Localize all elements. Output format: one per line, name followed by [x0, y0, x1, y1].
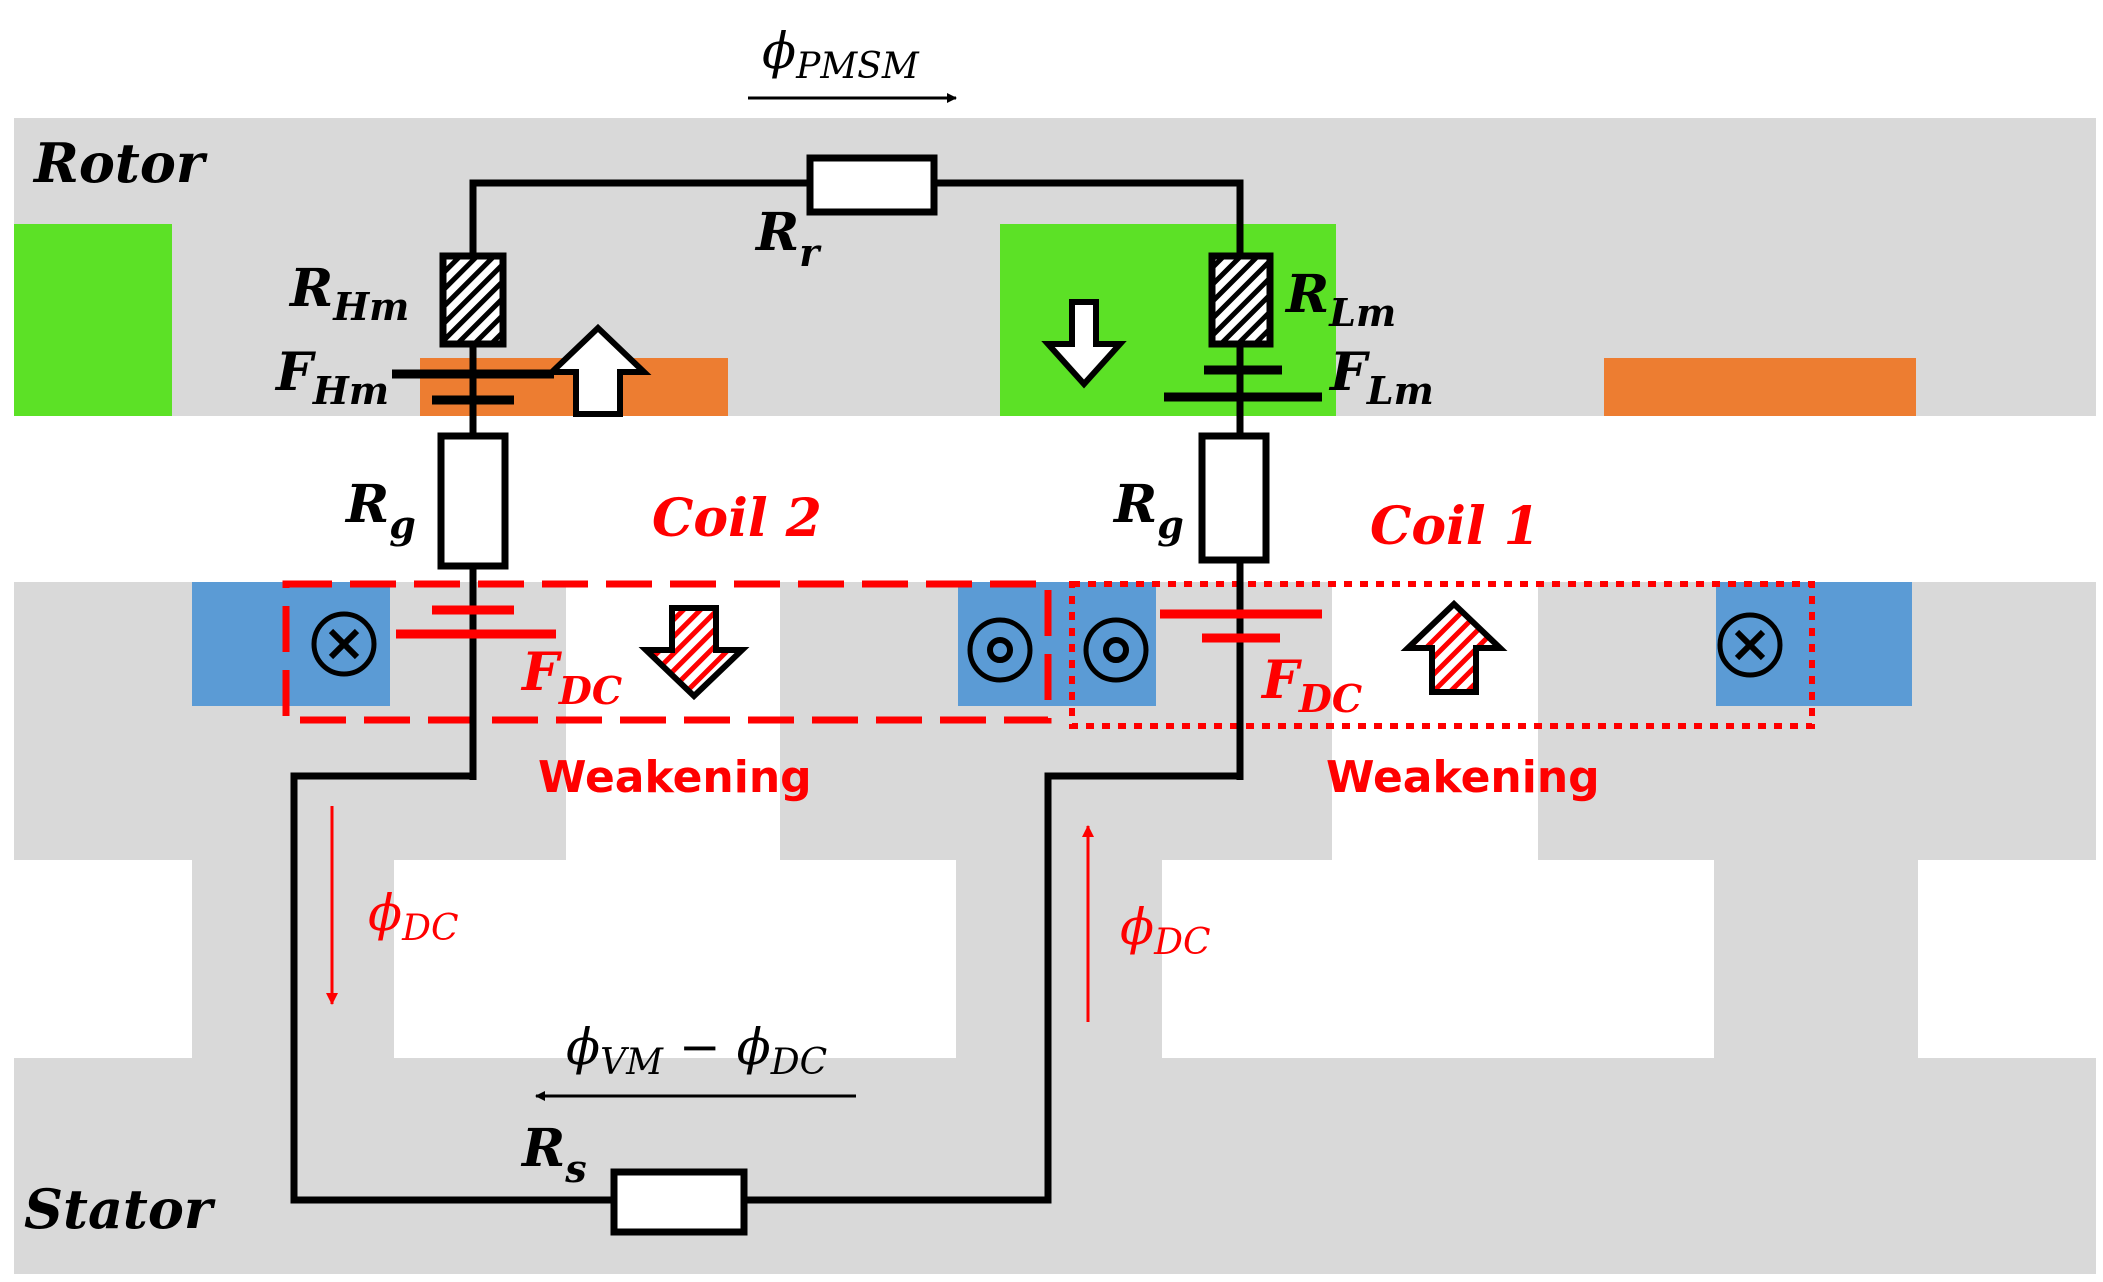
- fhm-label: FHm: [274, 342, 389, 413]
- magnet-orange-right: [1604, 358, 1916, 416]
- rr-label: Rr: [754, 202, 822, 275]
- circuit-wire: [290, 772, 614, 1204]
- stator-opening-3: [1162, 860, 1714, 1058]
- phi-pmsm-label: ϕPMSM: [762, 22, 920, 87]
- rotor-label: Rotor: [32, 131, 208, 195]
- stator-label: Stator: [24, 1177, 216, 1241]
- rg-right-label: Rg: [1112, 474, 1184, 547]
- magnet-green-center: [1000, 224, 1336, 416]
- circuit-wire: [744, 772, 1240, 1204]
- stator-resistor: [610, 1168, 748, 1236]
- fdc-right-label: FDC: [1260, 650, 1362, 721]
- rg-left-resistor: [437, 432, 509, 570]
- up-arrow-icon: [1400, 599, 1508, 695]
- rhm-label: RHm: [288, 258, 409, 329]
- coil1-label: Coil 1: [1370, 496, 1540, 557]
- weakening-left-label: Weakening: [538, 752, 812, 803]
- weakening-right-label: Weakening: [1326, 752, 1600, 803]
- dot-in-circle-icon: [967, 617, 1033, 683]
- x-in-circle-icon: [311, 611, 377, 677]
- rlm-resistor: [1208, 252, 1274, 348]
- up-arrow-icon: [544, 323, 652, 417]
- fdc-left-label: FDC: [520, 642, 622, 713]
- down-arrow-icon: [1041, 299, 1127, 389]
- x-in-circle-icon: [1717, 612, 1783, 678]
- rhm-resistor: [439, 252, 507, 348]
- phi-dc-right-label: ϕDC: [1120, 898, 1211, 963]
- rotor-resistor: [806, 154, 938, 216]
- stator-opening-1: [14, 860, 192, 1058]
- stator-yoke: [14, 1058, 2096, 1274]
- stator-opening-4: [1918, 860, 2096, 1058]
- flm-label: FLm: [1328, 342, 1434, 413]
- coil-blue-1: [192, 582, 390, 706]
- phi-vm-minus-phi-dc-label: ϕVM − ϕDC: [566, 1018, 827, 1083]
- dot-in-circle-icon: [1083, 617, 1149, 683]
- coil1-dotted-box: [1069, 581, 1815, 729]
- rg-left-label: Rg: [344, 474, 416, 547]
- magnet-green-left: [14, 224, 172, 416]
- coil2-label: Coil 2: [652, 488, 822, 549]
- rlm-label: RLm: [1284, 264, 1396, 335]
- rg-right-resistor: [1198, 432, 1270, 564]
- phi-dc-left-label: ϕDC: [368, 884, 459, 949]
- down-arrow-icon: [638, 605, 750, 701]
- coil2-dashed-box: [282, 580, 1052, 724]
- rs-label: Rs: [520, 1118, 587, 1191]
- stator-opening-2: [394, 860, 956, 1058]
